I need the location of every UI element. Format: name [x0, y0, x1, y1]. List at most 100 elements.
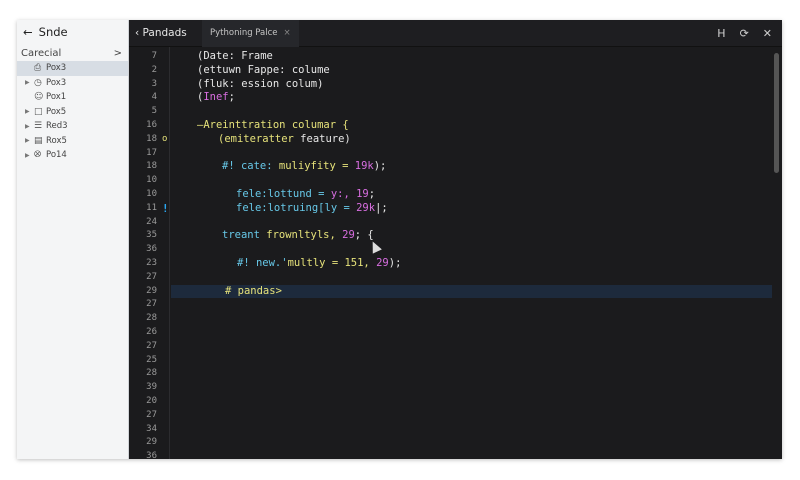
back-button[interactable]: ‹ Pandads [135, 27, 187, 39]
sidebar-category[interactable]: Carecial> [21, 47, 122, 59]
code-line: #! new.'multly = 151, 29); [171, 257, 772, 271]
code-token: —Areinttration columar { [197, 119, 349, 131]
line-number: 18 [146, 133, 157, 144]
code-token: ( [197, 91, 204, 104]
chevron-left-icon: ‹ [135, 27, 143, 39]
code-line [171, 174, 772, 188]
line-number: 7 [151, 51, 157, 61]
line-number: 24 [146, 216, 157, 227]
window-controls: H ⟳ ✕ [717, 27, 782, 40]
line-number: 29 [146, 285, 157, 296]
tree-item[interactable]: ▶ ⭙ Po14 [17, 148, 128, 163]
code-token: multly = 151, [287, 257, 377, 269]
line-number: 2 [151, 64, 157, 75]
expand-arrow-icon[interactable]: ▶ [25, 137, 30, 145]
tree-item[interactable]: ▶□Pox5 [17, 105, 128, 120]
list-icon: ☰ [34, 121, 43, 132]
code-token: frownltyls, [266, 229, 343, 242]
code-token: (ettuwn Fappe: colume [197, 63, 330, 76]
tree-item-label: Po14 [46, 150, 67, 161]
tree-item-label: Pox1 [46, 92, 67, 103]
code-token: 29 [342, 229, 355, 242]
code-line: —Areinttration columar { [171, 119, 772, 133]
pin-icon: ⭙ [34, 150, 42, 161]
code-line: # pandas> [171, 284, 772, 299]
breakpoint-marker-icon[interactable]: o [162, 133, 168, 144]
code-token: # pandas> [225, 284, 282, 297]
line-number: 5 [151, 106, 157, 117]
line-number: 18 [146, 161, 157, 172]
code-token: 29 [376, 257, 389, 269]
arrow-left-icon: ← [23, 25, 33, 39]
line-number: 23 [146, 258, 157, 268]
close-icon[interactable]: ✕ [762, 26, 772, 40]
code-token: #! [222, 160, 241, 173]
tree-item-label: Pox5 [46, 106, 67, 117]
line-number: 27 [146, 340, 157, 351]
grid-file-icon: ▤ [34, 135, 43, 146]
line-number: 35 [146, 230, 157, 241]
code-token: (fluk: ession colum) [197, 77, 324, 90]
code-token: 29k [356, 201, 376, 214]
expand-arrow-icon[interactable]: ▶ [25, 151, 30, 159]
code-token: ; [368, 188, 376, 200]
code-line: (Inef; [171, 91, 772, 105]
code-line: fele:lottund = y:, 19; [171, 188, 772, 202]
sidebar-back-button[interactable]: ←Snde [23, 25, 68, 39]
code-line: fele:lotruing[ly = 29k|; [171, 202, 772, 216]
expand-arrow-icon[interactable]: ▶ [25, 122, 30, 130]
tree-item-label: Red3 [46, 121, 68, 132]
line-number: 36 [146, 244, 157, 255]
line-number: 39 [146, 382, 157, 393]
close-tab-icon[interactable]: × [283, 28, 291, 38]
sidebar: ←Snde Carecial> ⎙Pox3▶◷Pox3☺Pox1▶□Pox5▶☰… [17, 20, 129, 459]
refresh-icon[interactable]: ⟳ [739, 26, 749, 40]
code-token: fele:lottund = [236, 188, 331, 200]
code-token: Inef [203, 91, 229, 104]
code-token: ; [228, 91, 235, 104]
line-number: 20 [146, 396, 157, 406]
expand-arrow-icon[interactable]: ▶ [25, 79, 30, 87]
code-line: (fluk: ession colum) [171, 78, 772, 92]
expand-arrow-icon[interactable]: ▶ [25, 108, 30, 116]
line-number: 27 [146, 299, 157, 310]
line-number: 3 [151, 78, 157, 89]
code-line: (emiteratter feature) [171, 133, 772, 147]
file-tree: ⎙Pox3▶◷Pox3☺Pox1▶□Pox5▶☰Red3▶▤Rox5▶⭙Po14 [17, 61, 128, 163]
code-token: treant [222, 229, 267, 242]
tree-item[interactable]: ⎙Pox3 [17, 61, 128, 76]
clock-icon: ◷ [34, 77, 42, 88]
tree-item-label: Pox3 [46, 77, 67, 88]
tree-item[interactable]: ☺Pox1 [17, 90, 128, 105]
code-token: feature) [293, 132, 351, 145]
tab-active[interactable]: Pythoning Palce× [202, 20, 299, 47]
code-line: (Date: Frame [171, 50, 772, 64]
line-number: 4 [151, 92, 157, 103]
code-token: (Date: Frame [197, 50, 273, 62]
line-number: 28 [146, 313, 157, 324]
line-number: 28 [146, 368, 157, 379]
line-number: 27 [146, 409, 157, 420]
line-number: 10 [146, 175, 157, 186]
code-line [171, 271, 772, 285]
code-token: ); [388, 257, 402, 269]
code-line: #! cate: muliyfity = 19k); [171, 160, 772, 174]
line-number: 36 [146, 451, 157, 459]
warning-marker-icon[interactable]: ! [162, 201, 169, 215]
tree-item[interactable]: ▶▤Rox5 [17, 134, 128, 149]
code-token: 19k [354, 160, 374, 173]
tree-item[interactable]: ▶ ◷ Pox3 [17, 76, 128, 91]
code-token: ); [373, 160, 387, 173]
vertical-scrollbar[interactable] [774, 53, 779, 173]
line-number: 11 [146, 202, 157, 213]
code-token: muliyfity = [278, 160, 355, 173]
h-icon[interactable]: H [717, 26, 726, 40]
line-number: 17 [146, 147, 157, 158]
line-number: 26 [146, 327, 157, 337]
tree-item[interactable]: ▶ ☰Red3 [17, 119, 128, 134]
code-token: cate: [240, 160, 279, 173]
line-number: 34 [146, 423, 157, 434]
